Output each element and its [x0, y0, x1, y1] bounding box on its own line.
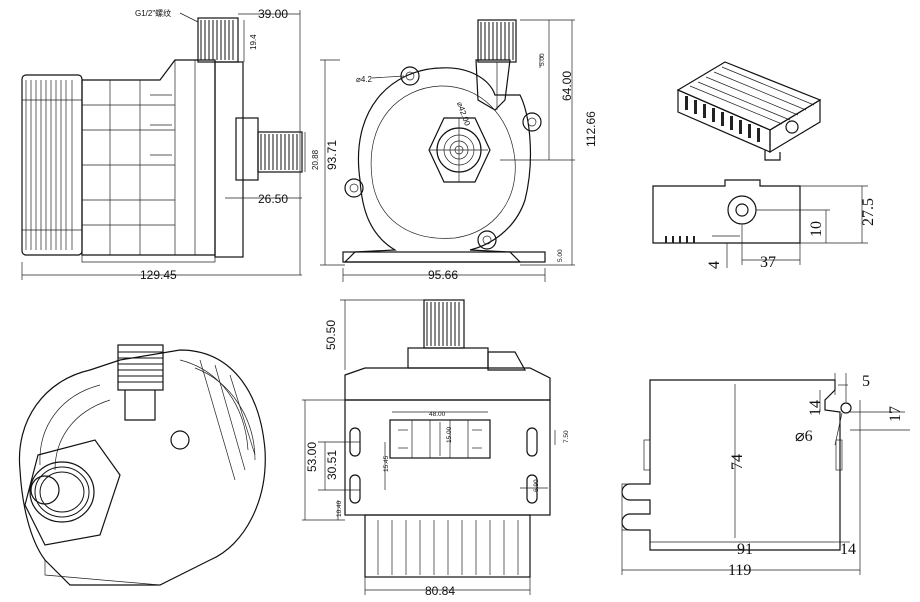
dim-ctrl-width: 37: [760, 254, 776, 271]
dim-bracket-overall-w: 119: [728, 562, 751, 579]
dim-bracket-top-gap: 5: [862, 373, 870, 390]
controller-iso-view: [676, 61, 822, 161]
dim-overall-len: 129.45: [140, 268, 177, 282]
dim-total-height: 112.66: [584, 111, 598, 147]
dim-top-width: 39.00: [258, 7, 288, 21]
dim-slot-right: 6.90: [533, 479, 540, 492]
dim-hole-diam: ⌀4.2: [356, 75, 372, 84]
dim-center-w: 15.00: [446, 426, 453, 443]
dim-ctrl-hole-center: 10: [808, 221, 825, 237]
pump-front-view: 93.71 ⌀4.2 ⌀42.00 5.00 6: [320, 19, 598, 282]
dim-base-width: 95.66: [428, 268, 458, 282]
dim-overall-height: 93.71: [325, 140, 339, 170]
dim-ctrl-offset: 4: [706, 261, 723, 269]
dim-bracket-height: 74: [729, 454, 746, 470]
dim-slot-w: 7.50: [563, 430, 570, 443]
controller-side-view: 27.5 10 37 4: [652, 179, 877, 271]
dim-bracket-right-w: 14: [840, 541, 856, 558]
dim-slot-inner: 48.00: [429, 411, 446, 418]
dim-outlet-diam: 20.88: [311, 149, 320, 170]
dim-small: 5.00: [539, 53, 546, 66]
dim-overall-width: 80.84: [425, 584, 455, 598]
dim-inlet-diam: ⌀42.00: [455, 101, 472, 128]
dim-thread-height: 19.4: [249, 34, 258, 50]
dim-bracket-right-gap: 17: [887, 406, 904, 422]
dim-base-thk: 5.00: [557, 249, 564, 262]
dim-slot-gap: 15.45: [383, 455, 390, 472]
bracket-view: 5 14 17 ⌀6 74 91 14 119: [621, 373, 910, 579]
dim-outlet-len: 26.50: [258, 192, 288, 206]
dim-plate-height: 53.00: [305, 442, 319, 472]
pump-iso-view: [18, 344, 266, 586]
thread-note-label: G1/2"螺纹: [135, 8, 171, 18]
dim-edge: 10.40: [336, 500, 343, 517]
dim-ctrl-height: 27.5: [860, 198, 877, 226]
dim-outlet-height: 50.50: [324, 320, 338, 350]
pump-bottom-view: 50.50 53.00 30.51 48.00 15.00 15.45 7.50…: [302, 299, 570, 598]
pump-side-view: G1/2"螺纹 39.00 19.4 20.88 26.50 129.45: [21, 7, 320, 282]
dim-top-height: 64.00: [560, 71, 574, 101]
dim-bracket-hole: ⌀6: [795, 428, 813, 445]
dim-hole-spacing: 30.51: [325, 450, 339, 480]
dim-bracket-inner-w: 91: [737, 541, 753, 558]
dim-bracket-tab: 14: [807, 400, 824, 416]
